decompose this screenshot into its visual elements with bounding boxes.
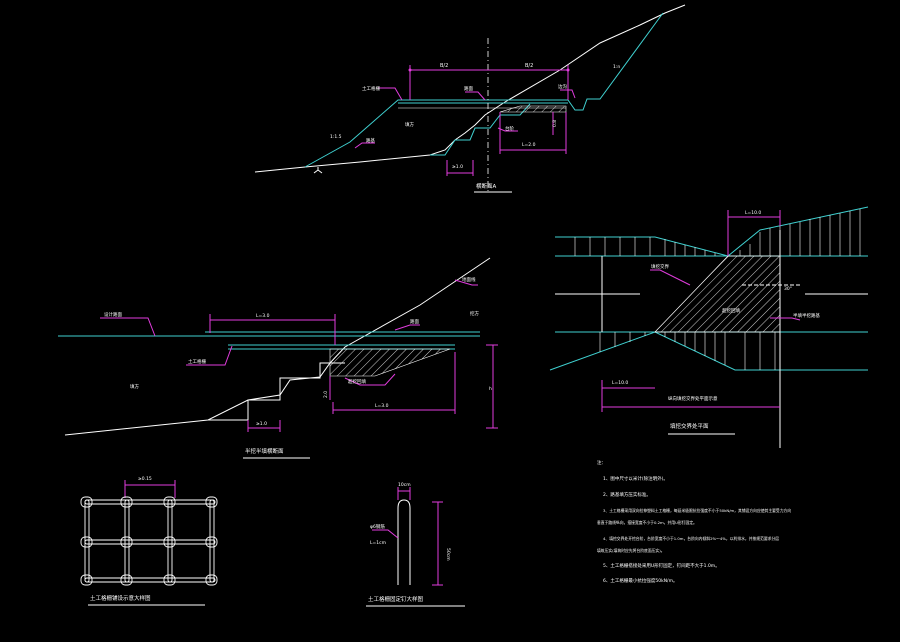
mid-leader-geogrid xyxy=(186,345,233,366)
mid-dim-l-top: L=3.0 xyxy=(256,313,270,319)
top-dim-tick-left xyxy=(408,68,412,72)
nail-label-b: L=1cm xyxy=(370,540,386,546)
top-ground-mark-icon xyxy=(313,167,323,174)
plan-title: 填挖交界处平面 xyxy=(670,422,709,430)
nail-leader-a xyxy=(372,529,399,539)
mid-leader-slope xyxy=(454,279,478,286)
top-dim-side-height: 0.8 xyxy=(552,120,558,127)
mid-label-right-side: 挖方 xyxy=(470,310,479,317)
plan-label-bottom: 纵向填挖交界处平面示意 xyxy=(668,395,718,402)
plan-bottom-ticks xyxy=(599,332,776,370)
top-label-left-bank: 土工格栅 xyxy=(362,85,380,92)
plan-dim-bottom: L=10.0 xyxy=(612,380,628,386)
plan-top-ticks xyxy=(574,209,861,256)
middle-cross-section: L=3.0 设计路面 土工格栅 填方 地面线 路面 挖方 超挖回填 2.0 ≥1… xyxy=(58,257,498,459)
notes: 注： 1、图中尺寸以米计(除注明外)。 2、路基填方压实标准。 3、土工格栅采用… xyxy=(597,459,791,584)
nail-title: 土工格栅固定钉大样图 xyxy=(368,595,424,603)
top-label-road: 路面 xyxy=(464,85,473,92)
mid-label-right-mark: 路面 xyxy=(410,318,419,325)
mid-label-fill: 填方 xyxy=(130,383,139,390)
top-label-step: 台阶 xyxy=(505,125,514,132)
top-leader-road xyxy=(465,91,486,101)
grid-mesh xyxy=(80,496,218,586)
top-leader-bank xyxy=(378,87,403,101)
top-dim-tick-right xyxy=(566,68,570,72)
notes-item-3b: 垂直于路线纵向，搭接宽度不小于0.2m，并用U形钉固定。 xyxy=(597,520,697,525)
nail-detail: 10cm φ6钢筋 L=1cm 50cm 土工格栅固定钉大样图 xyxy=(366,482,465,607)
mid-steps xyxy=(247,362,345,420)
mid-label-wedge: 超挖回填 xyxy=(348,378,366,385)
notes-item-5: 5、土工格栅搭接处采用U形钉固定，钉间距不大于1.0m。 xyxy=(603,562,720,569)
nail-label-a: φ6钢筋 xyxy=(370,523,385,530)
top-ground-line xyxy=(254,4,686,173)
mid-label-top-left: 设计路面 xyxy=(104,311,122,318)
top-dim-step-width: ≥1.0 xyxy=(452,164,463,170)
plan-cyan-bottom xyxy=(549,331,868,371)
plan-hatch-center xyxy=(654,255,781,333)
notes-item-6: 6、土工格栅最小抗拉强度50kN/m。 xyxy=(603,577,677,584)
plan-cyan-top-left xyxy=(555,236,729,257)
plan-dim-top: L=10.0 xyxy=(745,210,761,216)
plan-cyan-top-right xyxy=(727,206,869,257)
notes-item-4b: 填筑压实(填筑时应先将台阶底面压实)。 xyxy=(597,548,665,553)
top-label-slope-left: 1:1.5 xyxy=(330,134,342,140)
top-label-fill: 填方 xyxy=(405,121,414,128)
notes-head: 注： xyxy=(597,459,606,466)
mid-label-geogrid: 土工格栅 xyxy=(188,358,206,365)
mid-hatch-wedge xyxy=(329,348,451,377)
plan-label-right: 半填半挖路基 xyxy=(793,312,820,319)
nail-u-shape xyxy=(397,499,411,585)
top-leader-ditch xyxy=(560,89,576,99)
plan-leader-right xyxy=(770,317,801,321)
notes-item-4: 4、填挖交界处开挖台阶，台阶宽度不小于1.0m，台阶向内倾斜2%～4%，以利排水… xyxy=(603,536,779,541)
mid-dim-step: ≥1.0 xyxy=(256,421,267,427)
plan-label-left: 填挖交界 xyxy=(651,263,669,270)
mid-leader-right-mark xyxy=(394,324,420,331)
notes-item-1: 1、图中尺寸以米计(除注明外)。 xyxy=(603,475,668,482)
grid-detail: ≥0.15 土工格栅铺设示意大样图 xyxy=(80,476,218,606)
mid-label-slope: 地面线 xyxy=(462,276,476,283)
mid-leader-wedge xyxy=(344,373,396,386)
top-label-slope-right: 1:n xyxy=(613,64,620,70)
plan-leader-left xyxy=(650,269,691,286)
top-leader-subgrade xyxy=(354,142,375,149)
nail-dim-right: 50cm xyxy=(445,548,451,561)
mid-dim-vertical: h xyxy=(489,386,492,392)
top-dim-b2-left: B/2 xyxy=(440,63,448,69)
top-cross-section: B/2 B/2 土工格栅 路面 填方 边沟 台阶 1:n 1:1.5 路基 ≥1… xyxy=(254,4,686,193)
plan-label-center: 超挖回填 xyxy=(722,307,740,314)
mid-dim-small: 2.0 xyxy=(323,391,329,398)
mid-ground-line xyxy=(64,257,491,436)
grid-title: 土工格栅铺设示意大样图 xyxy=(90,594,151,602)
plan-angle: 30° xyxy=(784,286,792,292)
plan-view: 30° L=10.0 L=10.0 填挖交界 超挖回填 半填半挖路基 纵向填挖交… xyxy=(549,206,869,448)
top-dim-b2-right: B/2 xyxy=(525,63,533,69)
mid-leader-top-left xyxy=(100,317,156,337)
nail-dim-top: 10cm xyxy=(398,482,411,488)
top-embankment-outline xyxy=(304,12,664,168)
mid-title: 半挖半填横断面 xyxy=(245,447,284,455)
notes-item-3: 3、土工格栅采用双向拉伸塑料土工格栅，每延米极限抗拉强度不小于50kN/m，其铺… xyxy=(603,508,791,513)
top-hatch-wedge xyxy=(499,105,567,113)
top-title: 横断面A xyxy=(476,182,497,190)
top-label-subgrade: 路基 xyxy=(366,137,375,144)
top-dim-l-bottom: L=2.0 xyxy=(522,142,536,148)
top-steps xyxy=(430,103,531,156)
top-label-ditch: 边沟 xyxy=(558,83,567,90)
mid-dim-l-bottom: L=3.0 xyxy=(375,403,389,409)
notes-item-2: 2、路基填方压实标准。 xyxy=(603,491,651,498)
grid-dim: ≥0.15 xyxy=(138,476,152,482)
